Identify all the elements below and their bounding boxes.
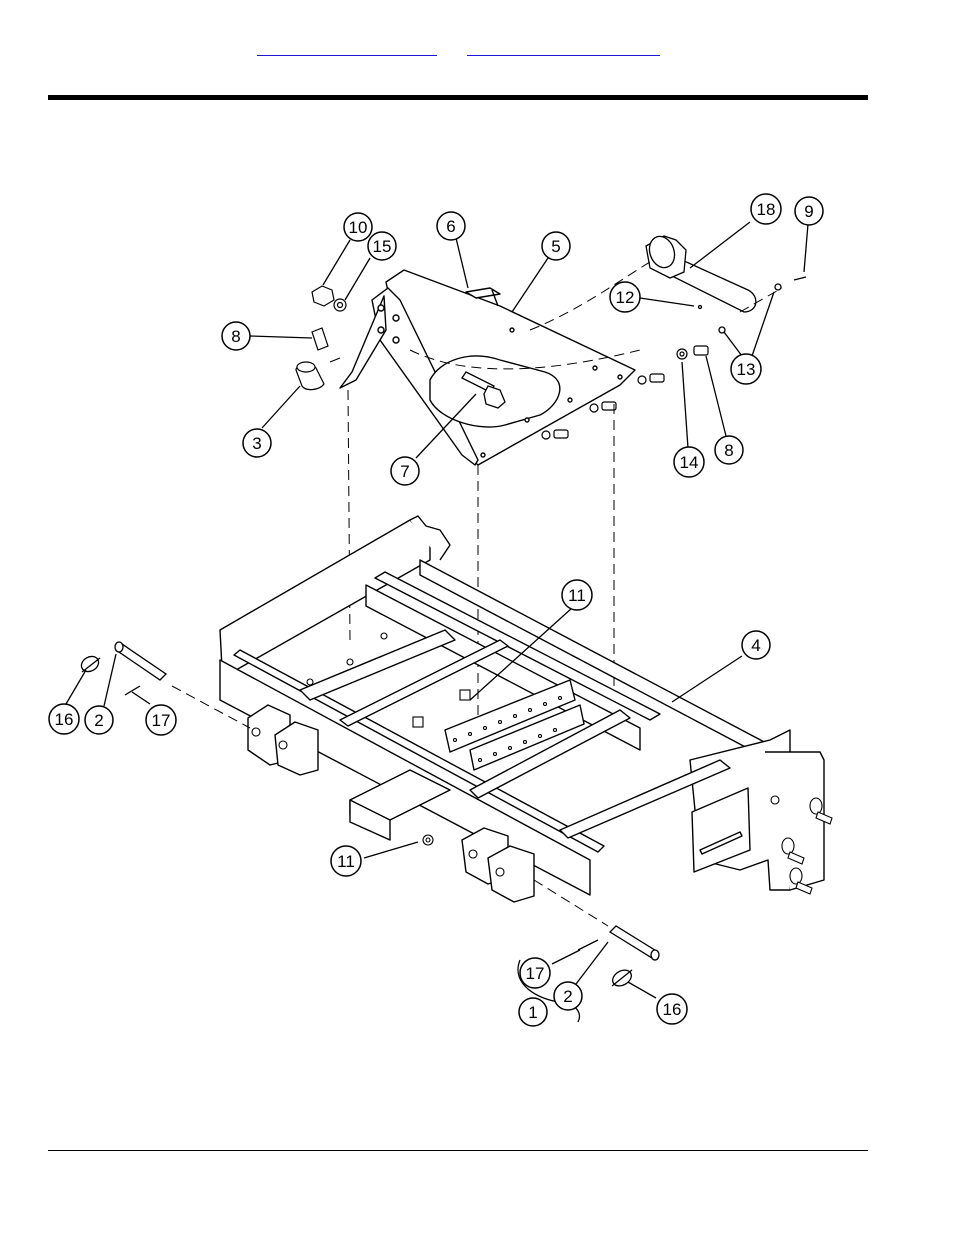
callout-14: 14 <box>674 447 704 477</box>
callout-1-label: 1 <box>528 1003 537 1022</box>
callout-10-label: 10 <box>349 218 368 237</box>
main-frame <box>220 516 824 902</box>
callout-5: 5 <box>542 232 570 260</box>
callout-4: 4 <box>742 631 770 659</box>
callout-10: 10 <box>344 213 372 241</box>
callout-8-upper-left: 8 <box>222 322 250 350</box>
callout-13: 13 <box>731 354 761 384</box>
callout-15: 15 <box>368 232 396 260</box>
callout-18: 18 <box>751 194 781 224</box>
callout-16-right: 16 <box>657 994 687 1024</box>
callout-11-upper: 11 <box>562 580 592 610</box>
callout-8-upper-right: 8 <box>715 436 743 464</box>
callout-11-lower: 11 <box>331 846 361 876</box>
callout-9: 9 <box>795 197 823 225</box>
callout-6: 6 <box>437 212 465 240</box>
callout-17-left: 17 <box>146 705 176 735</box>
callout-15-label: 15 <box>373 237 392 256</box>
callout-11a-label: 11 <box>568 586 586 605</box>
callout-6-label: 6 <box>446 217 455 236</box>
callout-2a-label: 2 <box>94 711 103 730</box>
callout-11b-label: 11 <box>337 852 355 871</box>
callout-2-left: 2 <box>85 706 113 734</box>
callout-7: 7 <box>391 457 419 485</box>
callout-5-label: 5 <box>551 237 560 256</box>
footer-rule <box>48 1150 868 1151</box>
callout-17a-label: 17 <box>152 711 171 730</box>
callout-17b-label: 17 <box>526 964 545 983</box>
callout-3-label: 3 <box>252 434 261 453</box>
callout-12: 12 <box>610 282 640 312</box>
callout-17-right: 17 <box>520 958 550 988</box>
pin-18 <box>645 233 806 333</box>
callout-14-label: 14 <box>680 453 699 472</box>
callout-2-right: 2 <box>554 982 582 1010</box>
callout-4-label: 4 <box>751 636 760 655</box>
callout-7-label: 7 <box>400 462 409 481</box>
callout-16b-label: 16 <box>663 1000 682 1019</box>
callout-3: 3 <box>243 429 271 457</box>
callout-1: 1 <box>519 998 547 1026</box>
callout-2b-label: 2 <box>563 987 572 1006</box>
callout-16a-label: 16 <box>55 710 74 729</box>
callout-8b-label: 8 <box>724 441 733 460</box>
callout-8a-label: 8 <box>231 327 240 346</box>
callout-13-label: 13 <box>737 360 756 379</box>
callout-12-label: 12 <box>616 288 635 307</box>
callout-9-label: 9 <box>804 202 813 221</box>
callout-16-left: 16 <box>49 704 79 734</box>
callout-18-label: 18 <box>757 200 776 219</box>
